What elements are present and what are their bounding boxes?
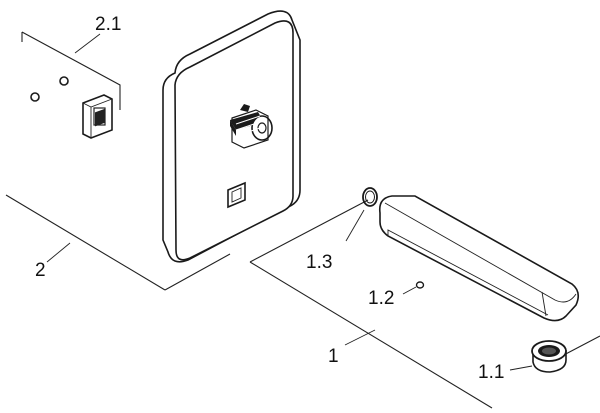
screw-part-1-2 xyxy=(402,281,425,295)
cover-plate xyxy=(162,10,301,263)
aerator-part-1-1 xyxy=(509,340,567,373)
square-opening xyxy=(227,181,246,209)
screw-right xyxy=(59,76,69,86)
label-1-1: 1.1 xyxy=(478,362,504,383)
screw-left xyxy=(30,92,40,102)
label-1-3: 1.3 xyxy=(306,252,332,273)
module-part-2-1 xyxy=(82,94,113,139)
spout xyxy=(378,195,580,322)
label-1-2: 1.2 xyxy=(368,288,394,309)
label-2: 2 xyxy=(35,260,46,281)
group-1-spout-frame xyxy=(249,199,600,409)
label-1: 1 xyxy=(328,346,339,367)
group-2-mounting-frame xyxy=(5,31,231,291)
label-2-1: 2.1 xyxy=(95,14,121,35)
o-ring-part-1-3 xyxy=(345,187,378,242)
valve-handle xyxy=(230,104,273,149)
